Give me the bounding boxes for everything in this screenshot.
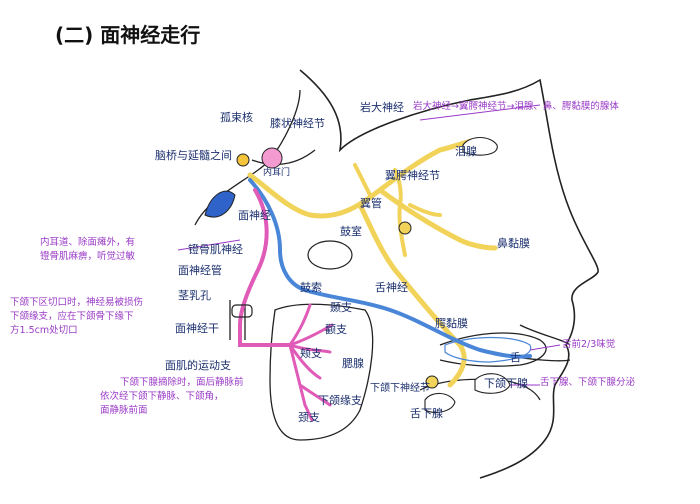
label-cervical-branch: 颈支 <box>298 411 320 424</box>
annotation-arrow-left <box>177 239 241 251</box>
label-sublingual-gland: 舌下腺 <box>410 407 443 420</box>
head-outline <box>299 69 599 479</box>
yellow-nerve-greater-petrosal <box>353 163 442 257</box>
note-tongue-taste: 舌前2/3味觉 <box>562 339 616 350</box>
pink-nerve-branches <box>288 303 334 422</box>
label-facial-trunk: 面神经干 <box>175 322 219 335</box>
label-lacrimal-gland: 泪腺 <box>455 145 477 158</box>
tongue <box>444 336 532 363</box>
note-bottom-2: 依次经下颌下静脉、下颌角， <box>100 391 224 402</box>
note-bottom-3: 面静脉前面 <box>100 405 148 416</box>
label-internal-acoustic-meatus: 内耳门 <box>263 168 291 178</box>
lacrimal-gland <box>462 136 498 156</box>
label-facial-canal: 面神经管 <box>178 264 222 277</box>
label-solitary-nucleus: 孤束核 <box>220 111 253 124</box>
tympanic-ring <box>307 240 353 270</box>
label-palatal-mucosa: 腭黏膜 <box>435 317 468 330</box>
note-left-2: 镫骨肌麻痹，听觉过敏 <box>40 251 136 262</box>
jaw-outline <box>269 303 374 441</box>
blue-nerve <box>248 178 532 359</box>
label-parotid: 腮腺 <box>342 357 364 370</box>
label-pterygopalatine-ganglion: 翼腭神经节 <box>385 169 440 182</box>
label-geniculate-ganglion: 膝状神经节 <box>270 117 325 130</box>
label-submandibular-ganglion: 下颌下神经节 <box>370 383 430 394</box>
label-chorda-tympani: 鼓索 <box>300 281 322 294</box>
pink-nerve-trunk <box>238 188 292 348</box>
solitary-nucleus <box>261 147 283 169</box>
label-facial-nerve: 面神经 <box>238 209 271 222</box>
sublingual-gland <box>424 392 456 413</box>
label-temporal-branch: 颞支 <box>330 301 352 314</box>
label-submandibular-gland: 下颌下腺 <box>484 377 528 390</box>
label-lingual-nerve: 舌神经 <box>375 281 408 294</box>
label-zygomatic-branch: 颧支 <box>325 323 347 336</box>
annotation-arrow-tongue <box>529 344 561 351</box>
label-tympanic: 鼓室 <box>340 225 362 238</box>
note-greater-petrosal-targets: 岩大神经→翼腭神经节→泪腺、鼻、腭黏膜的腺体 <box>413 101 619 112</box>
submandibular-ganglion <box>425 375 439 389</box>
salivatory-nucleus <box>236 153 250 167</box>
label-pons-medulla: 脑桥与延髓之间 <box>155 149 232 162</box>
note-left-5: 方1.5cm处切口 <box>10 325 78 336</box>
label-pterygoid-canal: 翼管 <box>360 197 382 210</box>
label-motor-branches: 面肌的运动支 <box>165 359 231 372</box>
label-marginal-mandibular-branch: 下颌缘支 <box>318 394 362 407</box>
annotation-arrow-top <box>419 104 541 121</box>
note-gland-secretion: 舌下腺、下颌下腺分泌 <box>540 377 636 388</box>
label-stapedius-nerve: 镫骨肌神经 <box>188 243 243 256</box>
yellow-nerve-main <box>247 137 498 388</box>
pterygopalatine-ganglion <box>398 221 412 235</box>
label-greater-petrosal: 岩大神经 <box>360 101 404 114</box>
note-left-4: 下颌缘支，应在下颌骨下缘下 <box>10 311 134 322</box>
stylomastoid-canal <box>231 304 253 318</box>
label-nasal-mucosa: 鼻黏膜 <box>497 237 530 250</box>
label-tongue: 舌 <box>510 351 521 364</box>
motor-nucleus <box>204 190 236 218</box>
label-buccal-branch: 颊支 <box>300 347 322 360</box>
submandibular-gland <box>474 373 511 394</box>
note-left-3: 下颌下区切口时，神经易被损伤 <box>10 297 144 308</box>
label-stylomastoid-foramen: 茎乳孔 <box>178 289 211 302</box>
note-bottom-1: 下颌下腺摘除时，面后静脉前 <box>120 377 244 388</box>
page-title: (二) 面神经走行 <box>55 23 201 47</box>
note-left-1: 内耳道、除面瘫外，有 <box>40 237 136 248</box>
